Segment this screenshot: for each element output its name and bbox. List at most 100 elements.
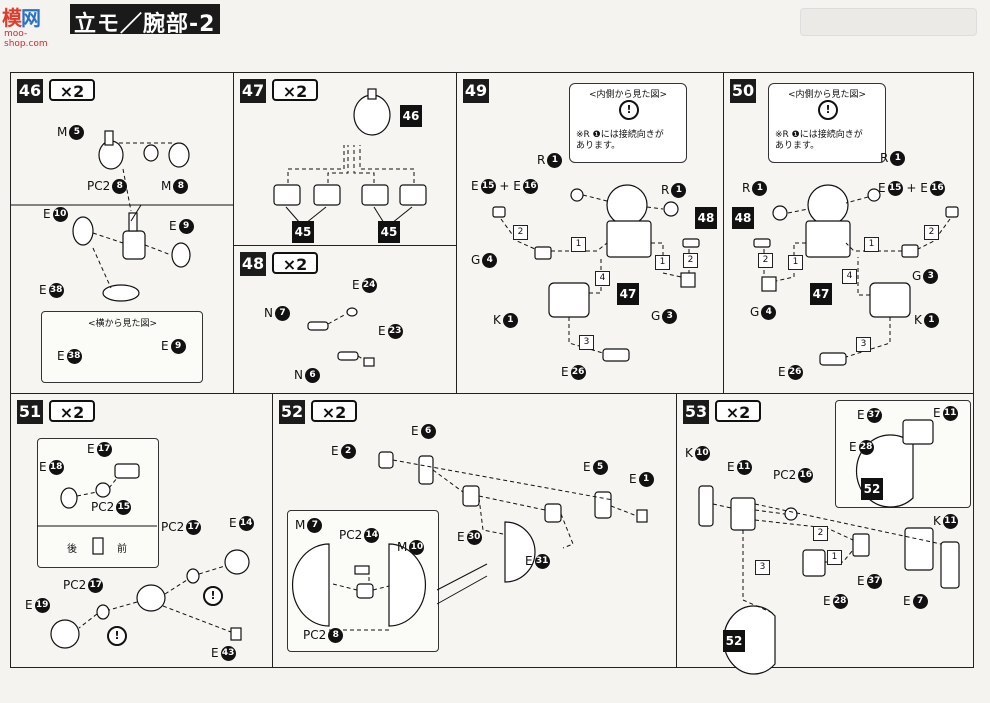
step-number: 49 — [463, 79, 489, 103]
ghost-header-block — [800, 8, 977, 36]
assembly-drawing — [492, 184, 700, 362]
step-panel-49: 49 <内側から見た図> ! ※R ❶には接続向きがあります。 1 2 3 4 … — [456, 72, 724, 394]
assembly-drawing — [698, 419, 960, 675]
step-order-2: 2 — [813, 526, 828, 541]
step-order-1: 1 — [827, 550, 842, 565]
warning-icon: ! — [818, 100, 838, 120]
step-order-3: 3 — [579, 335, 594, 350]
parts-number-48: 48 — [695, 207, 717, 229]
assembly-drawing — [11, 130, 235, 367]
page-title: 立モ／腕部-2 — [74, 12, 216, 37]
parts-number-52a: 52 — [723, 630, 745, 652]
watermark-char-b: 网 — [21, 6, 41, 30]
step-order-3: 3 — [755, 560, 770, 575]
multiplier-badge: ×2 — [715, 400, 761, 422]
warning-icon: ! — [107, 626, 127, 646]
parts-number-45a: 45 — [292, 221, 314, 243]
parts-number-45b: 45 — [378, 221, 400, 243]
site-watermark-logo: 模网 moo-shop.com — [2, 2, 68, 49]
assembly-drawing — [273, 88, 427, 224]
step-number: 47 — [240, 79, 266, 103]
step-panel-47: 47 ×2 46 45 45 — [233, 72, 457, 246]
parts-number-48: 48 — [732, 207, 754, 229]
step-number: 52 — [279, 400, 305, 424]
warning-icon: ! — [619, 100, 639, 120]
step-order-1: 1 — [864, 237, 879, 252]
assembly-drawing — [37, 463, 250, 649]
step-order-1: 1 — [571, 237, 586, 252]
step-order-1b: 1 — [655, 255, 670, 270]
parts-number-52b: 52 — [861, 478, 883, 500]
note-title: <内側から見た図> — [787, 90, 867, 100]
step-number: 50 — [730, 79, 756, 103]
step-panel-50: 50 <内側から見た図> ! ※R ❶には接続向きがあります。 1 2 3 4 … — [723, 72, 974, 394]
parts-number-47: 47 — [617, 283, 639, 305]
assembly-drawing — [753, 184, 959, 366]
multiplier-badge: ×2 — [272, 79, 318, 101]
label-back: 後 — [67, 544, 77, 555]
label-front: 前 — [117, 544, 127, 555]
watermark-char-a: 模 — [2, 6, 22, 30]
step-order-2: 2 — [513, 225, 528, 240]
side-view-title: <横から見た図> — [88, 319, 158, 329]
step-order-3: 3 — [856, 337, 871, 352]
step-order-2: 2 — [924, 225, 939, 240]
multiplier-badge: ×2 — [49, 400, 95, 422]
parts-number-47: 47 — [810, 283, 832, 305]
step-number: 48 — [240, 252, 266, 276]
step-order-4: 4 — [595, 271, 610, 286]
step-order-2b: 2 — [683, 253, 698, 268]
header-bar: 模网 moo-shop.com 立モ／腕部-2 — [0, 0, 990, 49]
step-number: 53 — [683, 400, 709, 424]
inner-view-note: <内側から見た図> ! ※R ❶には接続向きがあります。 — [569, 83, 687, 163]
header-title-strip — [70, 4, 220, 34]
note-text: ※R ❶には接続向きがあります。 — [775, 130, 863, 151]
